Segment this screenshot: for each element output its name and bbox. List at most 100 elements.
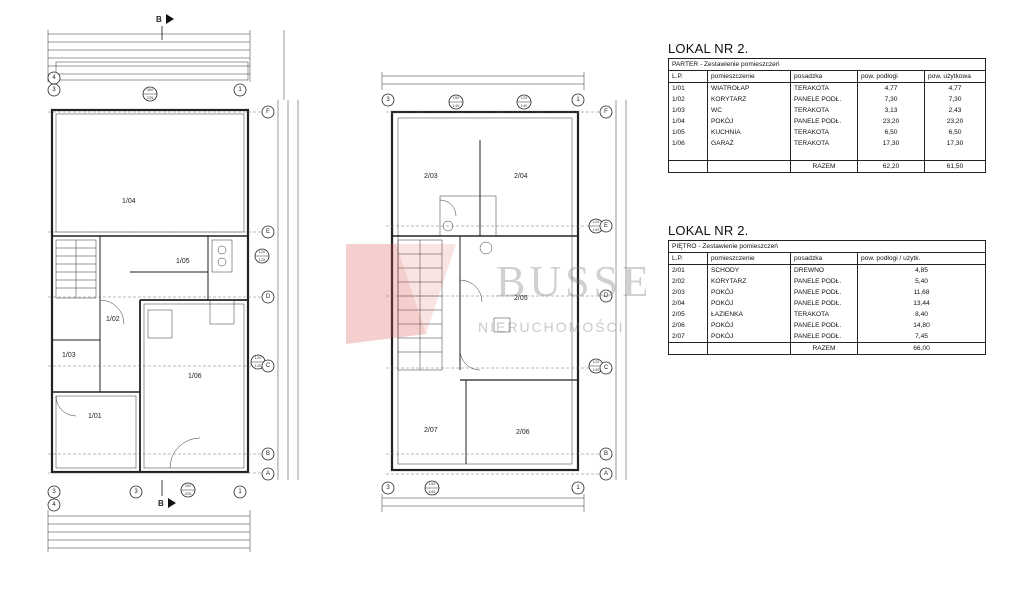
ground-axis-lines xyxy=(48,111,262,474)
room-label-2-06: 2/06 xyxy=(516,429,530,436)
upper-floor-plan: 2/03 2/04 2/05 2/06 2/07 150 140 120 140… xyxy=(381,72,627,512)
table-row: 1/04 POKÓJ PANELE PODŁ. 23,20 23,20 xyxy=(668,116,986,127)
table-row: 2/03 POKÓJ PANELE PODŁ. 11,68 xyxy=(668,287,986,298)
section-mark-top: B xyxy=(156,14,174,40)
room-label-1-03: 1/03 xyxy=(62,352,76,359)
svg-text:A: A xyxy=(604,471,608,477)
table-title: LOKAL NR 2. xyxy=(668,41,749,56)
table-row: 2/02 KORYTARZ PANELE PODŁ. 5,40 xyxy=(668,276,986,287)
upper-axis-lines xyxy=(386,111,606,475)
svg-text:A: A xyxy=(266,471,270,477)
svg-text:C: C xyxy=(266,363,271,369)
table-row: 2/06 POKÓJ PANELE PODŁ. 14,80 xyxy=(668,320,986,331)
ground-top-dimensions xyxy=(47,30,251,82)
svg-text:3: 3 xyxy=(386,97,390,103)
room-table: PIĘTRO - Zestawienie pomieszczeń L.P. po… xyxy=(668,240,986,355)
svg-text:140: 140 xyxy=(521,103,528,108)
svg-text:1: 1 xyxy=(238,87,242,93)
svg-text:F: F xyxy=(266,109,270,115)
ground-stairs xyxy=(55,239,97,299)
ground-floor-plan: B xyxy=(47,14,299,552)
svg-text:1: 1 xyxy=(576,97,580,103)
svg-text:B: B xyxy=(156,15,162,24)
table-row: 1/01 WIATROŁAP TERAKOTA 4,77 4,77 xyxy=(668,82,986,94)
ground-row-axis-markers: F E D C B A xyxy=(261,105,275,481)
room-label-2-05: 2/05 xyxy=(514,295,528,302)
svg-text:125: 125 xyxy=(259,257,266,262)
ground-bottom-dimensions xyxy=(47,510,251,552)
svg-text:F: F xyxy=(604,109,608,115)
room-label-1-05: 1/05 xyxy=(176,258,190,265)
table-caption: PARTER - Zestawienie pomieszczeń xyxy=(668,58,986,71)
column-header: posadzka xyxy=(790,70,858,83)
ground-floor-room-schedule: LOKAL NR 2. PARTER - Zestawienie pomiesz… xyxy=(668,42,986,173)
column-header: pow. podłogi / użytk. xyxy=(857,252,986,265)
svg-text:1: 1 xyxy=(238,489,242,495)
table-row: 1/02 KORYTARZ PANELE PODŁ. 7,30 7,30 xyxy=(668,94,986,105)
column-header: pow. podłogi xyxy=(857,70,925,83)
svg-text:140: 140 xyxy=(429,489,436,494)
room-table: PARTER - Zestawienie pomieszczeń L.P. po… xyxy=(668,58,986,173)
table-row: 1/03 WC TERAKOTA 3,13 2,43 xyxy=(668,105,986,116)
svg-text:B: B xyxy=(266,451,270,457)
table-total-row: RAZEM 66,00 xyxy=(668,342,986,355)
ground-column-axis-markers: 3 4 1 3 4 3 1 xyxy=(47,71,247,512)
table-row: 2/04 POKÓJ PANELE PODŁ. 13,44 xyxy=(668,298,986,309)
table-total-row: RAZEM 62,20 61,50 xyxy=(668,160,986,173)
table-row: 1/05 KUCHNIA TERAKOTA 6,50 6,50 xyxy=(668,127,986,138)
svg-text:3: 3 xyxy=(386,485,390,491)
svg-text:4: 4 xyxy=(52,502,56,508)
svg-text:120: 120 xyxy=(259,249,266,254)
room-label-1-04: 1/04 xyxy=(122,198,136,205)
upper-top-dimensions xyxy=(381,72,585,90)
room-label-1-06: 1/06 xyxy=(188,373,202,380)
svg-text:250: 250 xyxy=(185,483,192,488)
column-header: pomieszczenie xyxy=(707,252,791,265)
svg-text:E: E xyxy=(604,223,608,229)
table-row: 1/06 GARAŻ TERAKOTA 17,30 17,30 xyxy=(668,138,986,149)
upper-bottom-dimensions xyxy=(381,494,585,512)
svg-text:150: 150 xyxy=(453,95,460,100)
table-row: 2/07 POKÓJ PANELE PODŁ. 7,45 xyxy=(668,331,986,343)
upper-row-axis-markers: F E D C B A xyxy=(599,105,613,481)
svg-text:140: 140 xyxy=(453,103,460,108)
svg-text:120: 120 xyxy=(255,355,262,360)
svg-text:120: 120 xyxy=(593,219,600,224)
svg-text:1: 1 xyxy=(576,485,580,491)
table-title: LOKAL NR 2. xyxy=(668,223,749,238)
svg-text:3: 3 xyxy=(134,489,138,495)
upper-floor-room-schedule: LOKAL NR 2. PIĘTRO - Zestawienie pomiesz… xyxy=(668,224,986,355)
svg-text:140: 140 xyxy=(593,367,600,372)
svg-text:3: 3 xyxy=(52,489,56,495)
svg-text:225: 225 xyxy=(185,491,192,496)
upper-outer-walls xyxy=(390,110,580,472)
table-row: 2/05 ŁAZIENKA TERAKOTA 8,40 xyxy=(668,309,986,320)
upper-right-dimensions xyxy=(615,100,627,480)
room-label-2-04: 2/04 xyxy=(514,173,528,180)
svg-text:125: 125 xyxy=(255,363,262,368)
column-header: pow. użytkowa xyxy=(924,70,986,83)
svg-text:E: E xyxy=(266,229,270,235)
room-label-2-07: 2/07 xyxy=(424,427,438,434)
svg-text:360: 360 xyxy=(147,87,154,92)
column-header: L.P. xyxy=(668,252,708,265)
upper-stairs xyxy=(397,239,443,371)
svg-text:4: 4 xyxy=(52,75,56,81)
room-label-2-03: 2/03 xyxy=(424,173,438,180)
svg-text:D: D xyxy=(604,293,609,299)
svg-text:235: 235 xyxy=(147,95,154,100)
svg-text:120: 120 xyxy=(593,359,600,364)
ground-right-dimensions xyxy=(277,30,299,480)
column-header: L.P. xyxy=(668,70,708,83)
kitchen-counter xyxy=(211,239,233,273)
svg-text:150: 150 xyxy=(429,481,436,486)
svg-text:C: C xyxy=(604,365,609,371)
column-header: pomieszczenie xyxy=(707,70,791,83)
svg-text:B: B xyxy=(604,451,608,457)
table-caption: PIĘTRO - Zestawienie pomieszczeń xyxy=(668,240,986,253)
table-row: 2/01 SCHODY DREWNO 4,85 xyxy=(668,264,986,276)
column-header: posadzka xyxy=(790,252,858,265)
svg-text:120: 120 xyxy=(521,95,528,100)
svg-text:3: 3 xyxy=(52,87,56,93)
ground-height-marks: 360 235 120 125 120 125 250 225 xyxy=(142,86,270,498)
